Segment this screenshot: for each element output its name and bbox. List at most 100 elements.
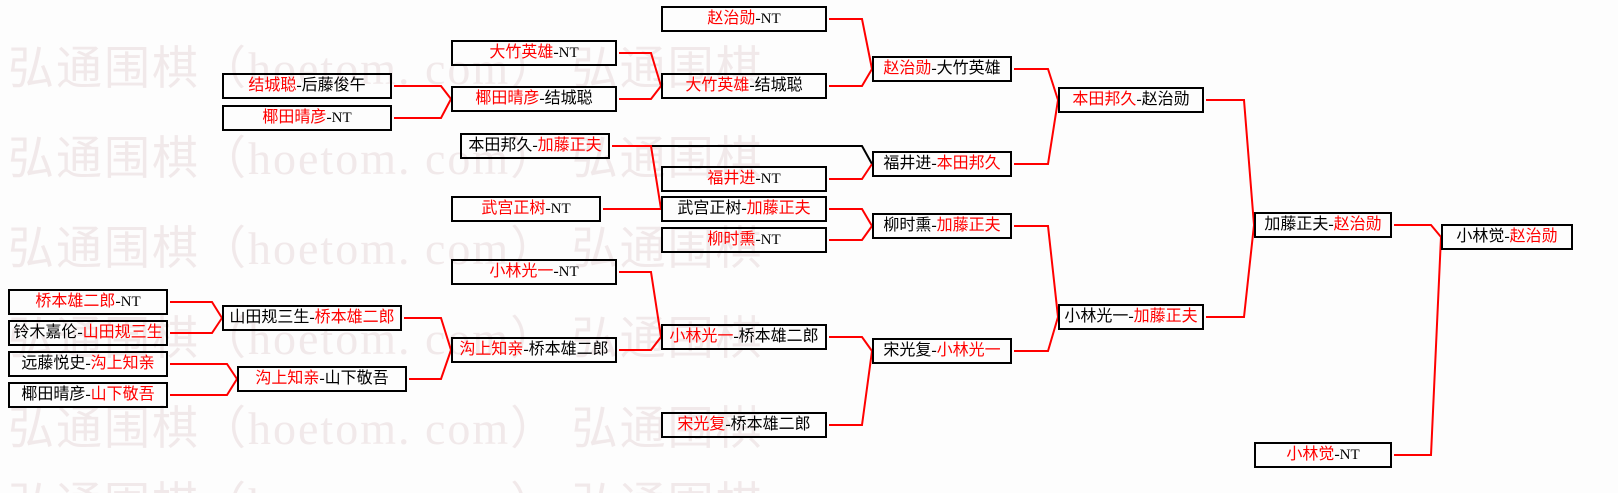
separator-dash: -: [545, 200, 551, 217]
player-left: 加藤正夫: [1264, 216, 1329, 233]
connector-line: [170, 378, 238, 396]
connector-line: [619, 271, 662, 338]
connector-line: [612, 145, 662, 210]
match-box[interactable]: 大竹英雄-结城聪: [661, 73, 827, 99]
player-right: 结城聪: [754, 77, 803, 94]
player-left: 福井进: [883, 155, 932, 172]
connector-line: [829, 18, 873, 70]
player-right: 桥本雄二郎: [528, 341, 609, 358]
connector-line: [394, 85, 452, 100]
player-left: 本田邦久: [468, 137, 533, 154]
match-box[interactable]: 沟上知亲-山下敬吾: [237, 366, 407, 392]
separator-dash: -: [741, 200, 747, 217]
match-box[interactable]: 福井进-本田邦久: [872, 151, 1012, 177]
connector-line: [829, 163, 873, 180]
player-right: 加藤正夫: [746, 200, 811, 217]
match-box[interactable]: 本田邦久-加藤正夫: [460, 133, 610, 159]
match-box[interactable]: 小林光一-桥本雄二郎: [661, 324, 827, 350]
player-left: 铃木嘉伦: [13, 324, 78, 341]
player-left: 椰田晴彦: [262, 109, 327, 126]
player-left: 大竹英雄: [489, 44, 554, 61]
match-box[interactable]: 山田规三生-桥本雄二郎: [222, 305, 402, 331]
match-box[interactable]: 小林觉-赵治勋: [1441, 224, 1573, 250]
match-box[interactable]: 小林光一-NT: [451, 259, 617, 285]
match-box[interactable]: 椰田晴彦-NT: [222, 105, 392, 131]
match-box[interactable]: 武宫正树-加藤正夫: [661, 196, 827, 222]
player-left: 武宫正树: [481, 200, 546, 217]
player-left: 小林光一: [669, 328, 734, 345]
separator-dash: -: [115, 293, 121, 310]
connector-line: [409, 349, 452, 380]
separator-dash: -: [539, 90, 545, 107]
separator-dash: -: [1128, 308, 1134, 325]
match-box[interactable]: 沟上知亲-桥本雄二郎: [451, 337, 617, 363]
match-box[interactable]: 柳时熏-加藤正夫: [872, 213, 1012, 239]
separator-dash: -: [85, 355, 91, 372]
separator-dash: -: [931, 155, 937, 172]
connector-line: [170, 301, 223, 319]
match-box[interactable]: 椰田晴彦-结城聪: [451, 86, 617, 112]
connector-line: [612, 145, 873, 165]
match-box[interactable]: 宋光复-桥本雄二郎: [661, 412, 827, 438]
player-left: 结城聪: [248, 77, 297, 94]
player-left: 小林光一: [1064, 308, 1129, 325]
match-box[interactable]: 小林光一-加藤正夫: [1058, 304, 1204, 330]
connector-line: [1394, 224, 1442, 238]
match-box[interactable]: 远藤悦史-沟上知亲: [8, 351, 168, 377]
match-box[interactable]: 本田邦久-赵治勋: [1058, 87, 1204, 113]
player-right: NT: [760, 232, 781, 248]
player-left: 小林光一: [489, 263, 554, 280]
connector-line: [170, 363, 238, 380]
match-box[interactable]: 宋光复-小林光一: [872, 338, 1012, 364]
separator-dash: -: [755, 170, 761, 187]
player-right: 赵治勋: [1509, 228, 1558, 245]
separator-dash: -: [309, 309, 315, 326]
player-left: 远藤悦史: [21, 355, 86, 372]
connector-line: [1206, 224, 1255, 318]
player-right: NT: [550, 201, 571, 217]
match-box[interactable]: 加藤正夫-赵治勋: [1254, 212, 1392, 238]
match-box[interactable]: 铃木嘉伦-山田规三生: [8, 320, 168, 346]
match-box[interactable]: 桥本雄二郎-NT: [8, 289, 168, 315]
player-right: 大竹英雄: [936, 60, 1001, 77]
player-right: NT: [760, 171, 781, 187]
match-box[interactable]: 小林觉-NT: [1254, 442, 1392, 468]
match-box[interactable]: 武宫正树-NT: [451, 196, 601, 222]
match-box[interactable]: 赵治勋-NT: [661, 6, 827, 32]
player-left: 柳时熏: [883, 217, 932, 234]
connector-line: [394, 98, 452, 119]
connector-line: [829, 208, 873, 227]
player-right: 赵治勋: [1141, 91, 1190, 108]
match-box[interactable]: 结城聪-后藤俊午: [222, 73, 392, 99]
player-right: 本田邦久: [936, 155, 1001, 172]
player-right: NT: [558, 264, 579, 280]
player-right: 加藤正夫: [537, 137, 602, 154]
separator-dash: -: [326, 109, 332, 126]
separator-dash: -: [755, 231, 761, 248]
connector-line: [829, 68, 873, 87]
connector-line: [829, 225, 873, 241]
match-box[interactable]: 福井进-NT: [661, 166, 827, 192]
player-left: 武宫正树: [677, 200, 742, 217]
separator-dash: -: [931, 217, 937, 234]
match-box[interactable]: 大竹英雄-NT: [451, 40, 617, 66]
player-left: 赵治勋: [883, 60, 932, 77]
connector-line: [1014, 68, 1059, 101]
separator-dash: -: [296, 77, 302, 94]
match-box[interactable]: 赵治勋-大竹英雄: [872, 56, 1012, 82]
connector-line: [619, 52, 662, 87]
match-box[interactable]: 柳时熏-NT: [661, 227, 827, 253]
player-left: 沟上知亲: [255, 370, 320, 387]
connector-line: [1014, 99, 1059, 165]
separator-dash: -: [319, 370, 325, 387]
connector-line: [1014, 225, 1059, 318]
player-right: 加藤正夫: [1133, 308, 1198, 325]
separator-dash: -: [749, 77, 755, 94]
player-right: NT: [331, 110, 352, 126]
player-left: 椰田晴彦: [475, 90, 540, 107]
separator-dash: -: [532, 137, 538, 154]
separator-dash: -: [85, 386, 91, 403]
match-box[interactable]: 椰田晴彦-山下敬吾: [8, 382, 168, 408]
connector-line: [404, 317, 452, 351]
player-right: NT: [120, 294, 141, 310]
